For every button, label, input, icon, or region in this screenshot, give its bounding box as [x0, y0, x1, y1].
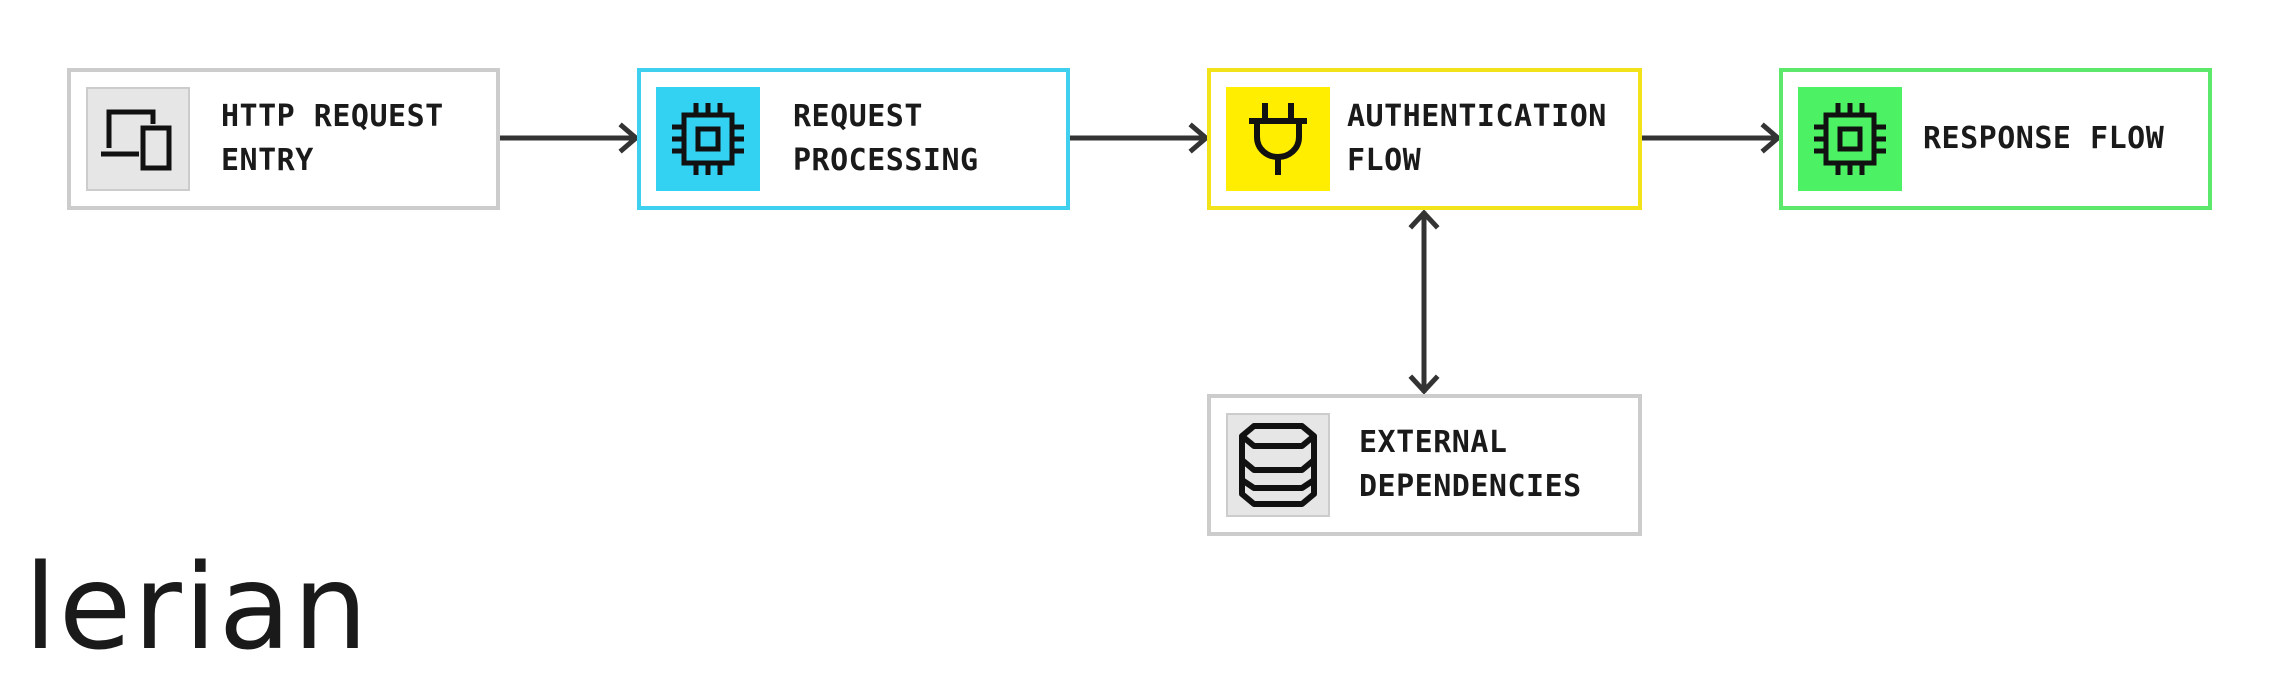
node-http-request-entry: HTTP REQUEST ENTRY [67, 68, 500, 210]
icon-tile [656, 87, 760, 191]
icon-tile [1226, 413, 1330, 517]
node-label: HTTP REQUEST ENTRY [221, 72, 444, 206]
node-external-dependencies: EXTERNAL DEPENDENCIES [1207, 394, 1642, 536]
node-request-processing: REQUEST PROCESSING [637, 68, 1070, 210]
label-line-1: EXTERNAL [1359, 425, 1508, 460]
node-label: AUTHENTICATION FLOW [1347, 72, 1607, 206]
label-line-2: FLOW [1347, 143, 1422, 178]
node-label: EXTERNAL DEPENDENCIES [1359, 398, 1582, 532]
icon-tile [1798, 87, 1902, 191]
node-authentication-flow: AUTHENTICATION FLOW [1207, 68, 1642, 210]
label-line-2: DEPENDENCIES [1359, 469, 1582, 504]
database-icon [1239, 423, 1317, 507]
node-label: REQUEST PROCESSING [793, 72, 979, 206]
label-line-1: RESPONSE FLOW [1923, 121, 2165, 156]
label-line-2: PROCESSING [793, 143, 979, 178]
lerian-logo: lerian [24, 538, 370, 676]
arrow-auth-external-bidirectional [1408, 209, 1440, 395]
label-line-1: HTTP REQUEST [221, 99, 444, 134]
icon-tile [86, 87, 190, 191]
icon-tile [1226, 87, 1330, 191]
label-line-2: ENTRY [221, 143, 314, 178]
label-line-1: AUTHENTICATION [1347, 99, 1607, 134]
arrow-auth-to-response [1639, 122, 1782, 154]
cpu-icon [672, 103, 744, 175]
cpu-icon [1814, 103, 1886, 175]
devices-icon [101, 109, 172, 171]
arrow-processing-to-auth [1067, 122, 1210, 154]
node-response-flow: RESPONSE FLOW [1779, 68, 2212, 210]
arrow-http-to-processing [497, 122, 640, 154]
label-line-1: REQUEST [793, 99, 923, 134]
plug-icon [1249, 103, 1307, 175]
node-label: RESPONSE FLOW [1923, 72, 2164, 206]
